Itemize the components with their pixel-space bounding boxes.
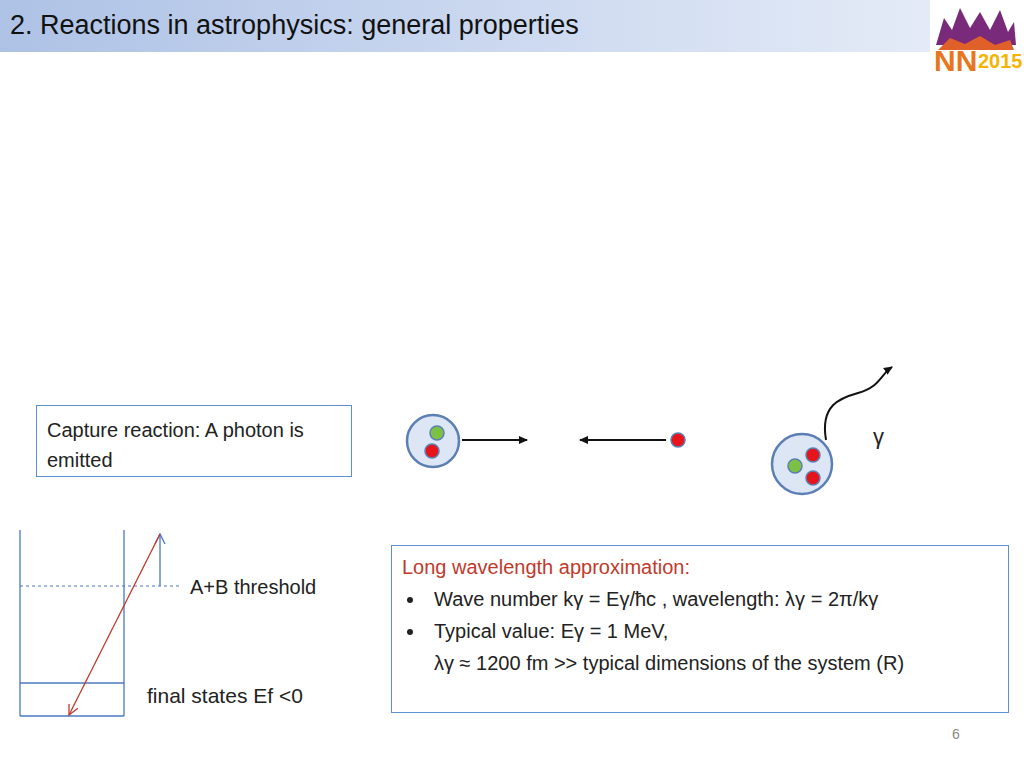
target-nucleon (671, 433, 685, 447)
final-states-label: final states Ef <0 (147, 684, 303, 708)
text-box: Long wavelength approximation: Wave numbe… (391, 545, 1009, 713)
photon-symbol: γ (873, 424, 884, 450)
motion-arrow (580, 439, 666, 441)
page-number: 6 (952, 726, 960, 742)
compound-nucleus (772, 434, 832, 494)
box-text: Capture reaction: A photon is emitted (47, 415, 337, 475)
box-text: Typical value: Eγ = 1 MeV, (434, 618, 1004, 644)
box-text: Wave number kγ = Eγ/ħc , wavelength: λγ … (434, 586, 1004, 612)
slide-title: 2. Reactions in astrophysics: general pr… (10, 10, 579, 41)
bullet-dot (407, 597, 413, 603)
bullet-dot (407, 629, 413, 635)
projectile-nucleus (407, 415, 459, 467)
box-text: Long wavelength approximation: (402, 554, 992, 580)
threshold-label: A+B threshold (190, 576, 316, 599)
title-band (0, 0, 930, 52)
motion-arrow (462, 439, 527, 441)
text-box: Capture reaction: A photon is emitted (36, 405, 352, 477)
logo-text: NN (934, 44, 977, 78)
logo-year: 2015 (978, 50, 1023, 73)
box-text: λγ ≈ 1200 fm >> typical dimensions of th… (434, 650, 1004, 676)
